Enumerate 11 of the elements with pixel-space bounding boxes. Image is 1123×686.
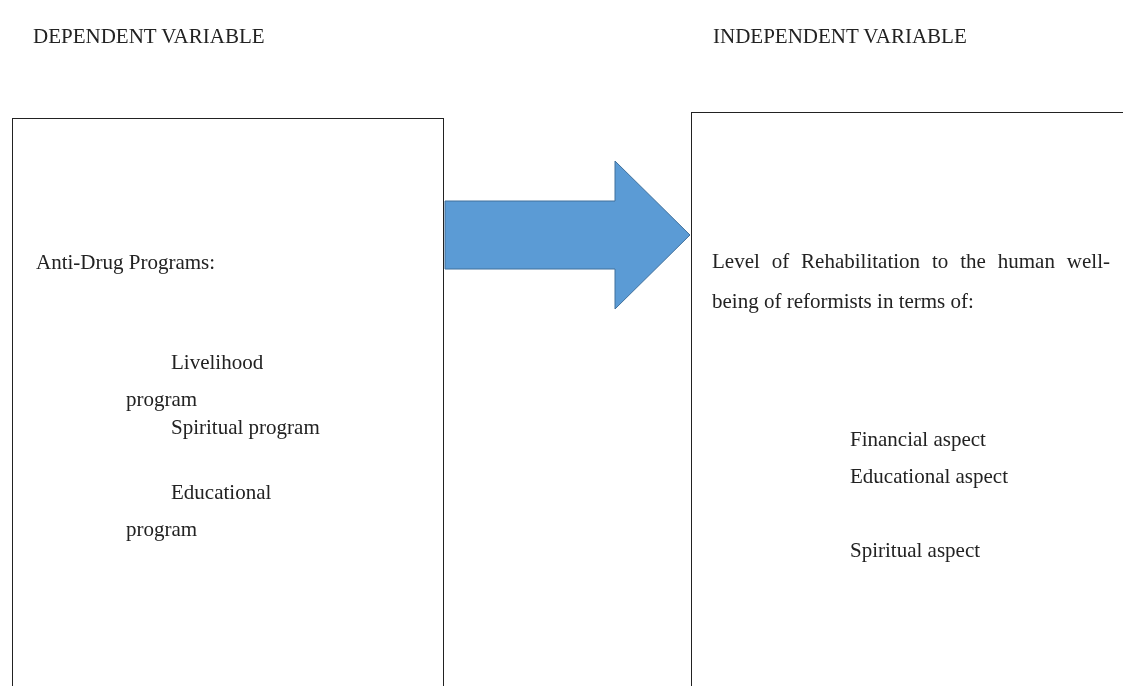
list-item: Spiritual aspect	[849, 537, 982, 564]
column-heading: DEPENDENT VARIABLE	[33, 23, 265, 50]
list-item: Livelihood program	[126, 349, 265, 413]
list-item: Educational aspect	[849, 463, 1009, 490]
column-heading: INDEPENDENT VARIABLE	[713, 23, 967, 50]
description-text: Level of Rehabilitation to the human well-being of reformists in terms of:	[712, 248, 1110, 315]
block-arrow	[444, 160, 691, 310]
list-item: Financial aspect	[849, 426, 987, 453]
list-item: Educational program	[126, 479, 273, 543]
list-item: Spiritual program	[170, 414, 321, 441]
heading-text: Anti-Drug Programs:	[36, 249, 217, 276]
